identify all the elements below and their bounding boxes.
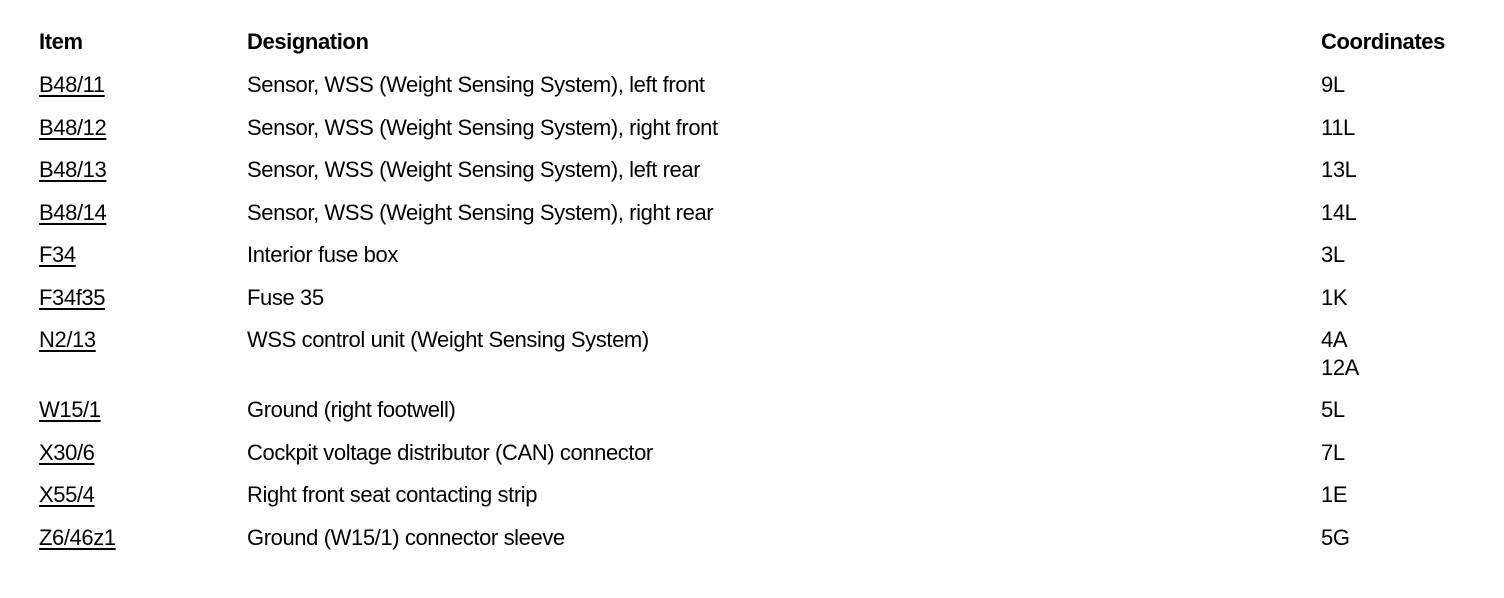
item-link[interactable]: B48/14 (39, 199, 107, 225)
item-cell: B48/14 (39, 199, 247, 227)
designation-cell: Sensor, WSS (Weight Sensing System), lef… (247, 72, 705, 97)
coordinate-value: 5L (1321, 397, 1345, 422)
item-link[interactable]: N2/13 (39, 327, 96, 352)
table-row: B48/13 Sensor, WSS (Weight Sensing System… (39, 156, 1479, 199)
item-cell: B48/13 (39, 156, 247, 184)
table-row: B48/14 Sensor, WSS (Weight Sensing System… (39, 199, 1479, 242)
coordinate-value: 5G (1321, 524, 1350, 550)
item-cell: F34f35 (39, 284, 247, 312)
item-cell: B48/11 (39, 71, 247, 99)
coordinates-cell: 3L (1321, 241, 1479, 269)
designation-cell: Fuse 35 (247, 284, 324, 310)
table-row: X55/4 Right front seat contacting strip 1E (39, 481, 1479, 524)
item-link[interactable]: X30/6 (39, 439, 95, 465)
header-row: Item Designation Coordinates (39, 28, 1479, 60)
coordinate-value: 11L (1321, 114, 1355, 140)
table-row: F34f35 Fuse 35 1K (39, 284, 1479, 327)
item-link[interactable]: Z6/46z1 (39, 524, 116, 550)
designation-cell: Sensor, WSS (Weight Sensing System), rig… (247, 199, 714, 225)
table-row: B48/12 Sensor, WSS (Weight Sensing System… (39, 114, 1479, 157)
table-row: W15/1 Ground (right footwell) 5L (39, 396, 1479, 439)
coordinates-cell: 9L (1321, 71, 1479, 99)
item-cell: N2/13 (39, 326, 247, 354)
item-cell: X55/4 (39, 481, 247, 509)
designation-cell: Ground (W15/1) connector sleeve (247, 524, 565, 550)
item-link[interactable]: F34f35 (39, 284, 106, 310)
coordinate-value: 1E (1321, 482, 1348, 507)
item-link[interactable]: B48/12 (39, 114, 107, 140)
coordinates-cell: 5L (1321, 396, 1479, 424)
designation-cell: Sensor, WSS (Weight Sensing System), lef… (247, 157, 701, 182)
item-cell: Z6/46z1 (39, 524, 247, 552)
coordinates-cell: 14L (1321, 199, 1479, 227)
coordinates-cell: 1K (1321, 284, 1479, 312)
item-link[interactable]: B48/13 (39, 157, 107, 182)
item-link[interactable]: B48/11 (39, 72, 105, 97)
coordinates-cell: 7L (1321, 439, 1479, 467)
item-link[interactable]: F34 (39, 242, 76, 267)
designation-cell: Right front seat contacting strip (247, 482, 538, 507)
item-cell: F34 (39, 241, 247, 269)
header-item: Item (39, 29, 83, 54)
coordinates-cell: 13L (1321, 156, 1479, 184)
header-coordinates: Coordinates (1321, 29, 1445, 54)
item-link[interactable]: W15/1 (39, 397, 101, 422)
coordinate-value: 9L (1321, 72, 1345, 97)
designation-cell: Interior fuse box (247, 242, 398, 267)
coordinates-cell: 11L (1321, 114, 1479, 142)
coordinate-value: 4A (1321, 327, 1348, 352)
table-row: F34 Interior fuse box 3L (39, 241, 1479, 284)
coordinates-cell: 1E (1321, 481, 1479, 509)
coordinate-value: 13L (1321, 157, 1357, 182)
coordinate-value: 3L (1321, 242, 1345, 267)
table-row: X30/6 Cockpit voltage distributor (CAN) c… (39, 439, 1479, 482)
coordinate-value: 1K (1321, 284, 1348, 310)
table-row: Z6/46z1 Ground (W15/1) connector sleeve 5G (39, 524, 1479, 567)
designation-cell: WSS control unit (Weight Sensing System) (247, 327, 649, 352)
coordinate-value: 7L (1321, 439, 1345, 465)
item-cell: B48/12 (39, 114, 247, 142)
table-row: N2/13 WSS control unit (Weight Sensing Sy… (39, 326, 1479, 396)
designation-cell: Ground (right footwell) (247, 397, 456, 422)
designation-cell: Sensor, WSS (Weight Sensing System), rig… (247, 114, 718, 140)
header-designation: Designation (247, 29, 369, 54)
item-link[interactable]: X55/4 (39, 482, 95, 507)
designation-cell: Cockpit voltage distributor (CAN) connec… (247, 439, 653, 465)
item-cell: X30/6 (39, 439, 247, 467)
table-row: B48/11 Sensor, WSS (Weight Sensing System… (39, 71, 1479, 114)
coordinate-value: 12A (1321, 355, 1359, 380)
item-cell: W15/1 (39, 396, 247, 424)
coordinates-cell: 5G (1321, 524, 1479, 552)
coordinate-value: 14L (1321, 199, 1357, 225)
